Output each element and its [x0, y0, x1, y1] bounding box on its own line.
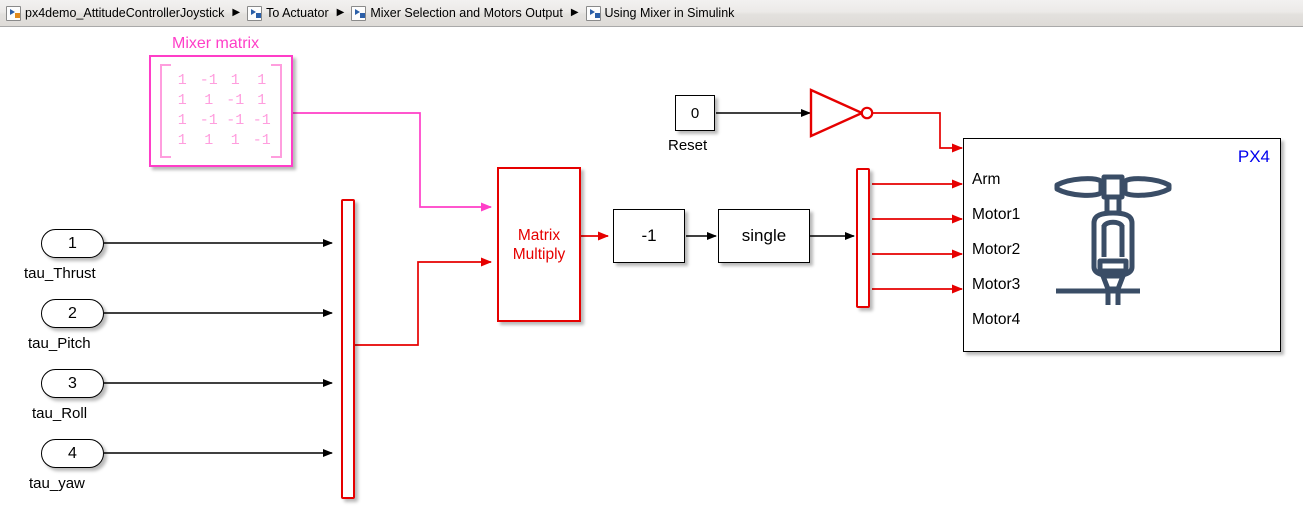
matrix-cell: -1 — [199, 72, 218, 89]
breadcrumb-separator-0: ▶ — [232, 7, 241, 18]
inport-3-label: tau_Roll — [32, 405, 88, 422]
simulink-canvas[interactable]: Mixer matrix 1 -1 1 1 1 1 -1 1 1 -1 -1 -… — [0, 27, 1303, 509]
not-gate-block[interactable] — [808, 87, 878, 139]
inport-1[interactable]: 1 — [41, 229, 104, 258]
breadcrumb-item-0-label: px4demo_AttitudeControllerJoystick — [25, 6, 225, 20]
px4-port-motor3: Motor3 — [972, 276, 1021, 293]
px4-port-motor4: Motor4 — [972, 311, 1021, 328]
matrix-cell: -1 — [199, 112, 218, 129]
inport-2-number: 2 — [68, 304, 77, 322]
matrix-cell: 1 — [177, 112, 187, 129]
matrix-cell: 1 — [204, 132, 214, 149]
px4-port-motor2: Motor2 — [972, 241, 1021, 258]
data-type-value: single — [741, 226, 787, 245]
subsystem-icon — [247, 5, 263, 21]
subsystem-icon — [351, 5, 367, 21]
matrix-cell: -1 — [252, 112, 271, 129]
mixer-matrix-title: Mixer matrix — [172, 35, 260, 52]
px4-block[interactable]: PX4 Arm Motor1 Motor2 Motor3 Motor4 — [963, 138, 1281, 352]
matrix-cell: -1 — [252, 132, 271, 149]
matrix-cell: -1 — [226, 92, 245, 109]
matrix-cell: 1 — [177, 72, 187, 89]
breadcrumb-item-0[interactable]: px4demo_AttitudeControllerJoystick — [4, 3, 226, 24]
breadcrumb: px4demo_AttitudeControllerJoystick ▶ To … — [0, 0, 1303, 27]
inport-3[interactable]: 3 — [41, 369, 104, 398]
mixer-matrix-block[interactable]: 1 -1 1 1 1 1 -1 1 1 -1 -1 -1 1 1 1 -1 — [149, 55, 293, 167]
gain-value: -1 — [641, 226, 657, 245]
reset-constant-block[interactable]: 0 — [675, 95, 715, 131]
demux-block[interactable] — [856, 168, 870, 308]
breadcrumb-separator-1: ▶ — [336, 7, 345, 18]
inport-4-label: tau_yaw — [29, 475, 85, 492]
inport-2-label: tau_Pitch — [28, 335, 91, 352]
px4-port-motor1: Motor1 — [972, 206, 1021, 223]
inport-1-label: tau_Thrust — [24, 265, 96, 282]
matrix-cell: -1 — [226, 112, 245, 129]
matrix-multiply-line1: Matrix — [517, 226, 561, 244]
matrix-multiply-line2: Multiply — [512, 245, 566, 263]
matrix-cell: 1 — [230, 132, 240, 149]
matrix-bracket-left — [160, 64, 171, 158]
breadcrumb-item-2-label: Mixer Selection and Motors Output — [370, 6, 563, 20]
px4-label: PX4 — [1237, 147, 1270, 166]
subsystem-icon — [6, 5, 21, 21]
breadcrumb-item-2[interactable]: Mixer Selection and Motors Output — [349, 3, 564, 24]
inport-3-number: 3 — [68, 374, 77, 392]
breadcrumb-separator-2: ▶ — [570, 7, 579, 18]
breadcrumb-item-3[interactable]: Using Mixer in Simulink — [584, 3, 737, 24]
reset-constant-label: Reset — [668, 137, 708, 154]
breadcrumb-item-1[interactable]: To Actuator — [245, 3, 331, 24]
breadcrumb-item-1-label: To Actuator — [266, 6, 329, 20]
signal-lines — [104, 109, 963, 457]
subsystem-icon — [585, 5, 601, 21]
data-type-conversion-block[interactable]: single — [718, 209, 810, 263]
inport-1-number: 1 — [68, 234, 77, 252]
inport-4-number: 4 — [68, 444, 77, 462]
breadcrumb-item-3-label: Using Mixer in Simulink — [604, 6, 735, 20]
matrix-multiply-block[interactable]: Matrix Multiply — [497, 167, 581, 322]
matrix-cell: 1 — [177, 92, 187, 109]
matrix-cell: 1 — [257, 92, 267, 109]
matrix-bracket-right — [271, 64, 282, 158]
px4-port-arm: Arm — [972, 171, 1001, 188]
matrix-values: 1 -1 1 1 1 1 -1 1 1 -1 -1 -1 1 1 1 -1 — [151, 57, 291, 165]
quadrotor-motor-icon — [1054, 174, 1172, 305]
inport-2[interactable]: 2 — [41, 299, 104, 328]
gain-block[interactable]: -1 — [613, 209, 685, 263]
mux-block[interactable] — [341, 199, 355, 499]
reset-constant-value: 0 — [690, 104, 700, 122]
matrix-cell: 1 — [257, 72, 267, 89]
matrix-cell: 1 — [230, 72, 240, 89]
inport-4[interactable]: 4 — [41, 439, 104, 468]
matrix-cell: 1 — [204, 92, 214, 109]
matrix-cell: 1 — [177, 132, 187, 149]
